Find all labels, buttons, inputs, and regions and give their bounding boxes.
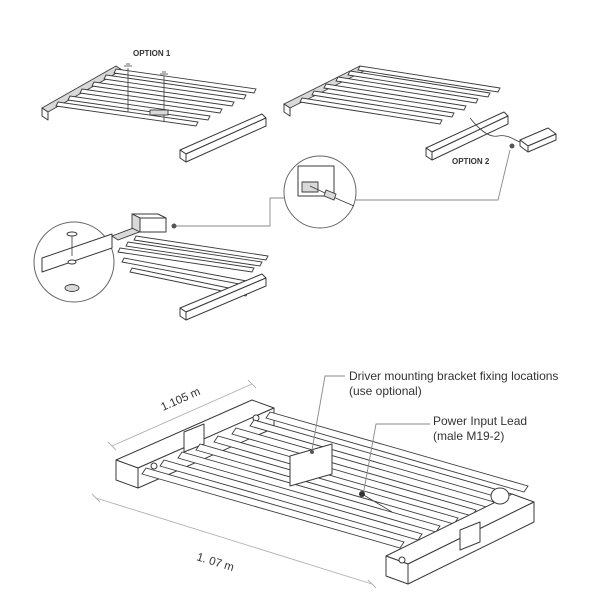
- detail-leader-line-2: [356, 149, 511, 201]
- fixing-hole: [398, 556, 406, 564]
- bracket-plate: [41, 233, 113, 273]
- fixture-main: [115, 399, 535, 585]
- power-lead-label: Power Input Lead: [433, 414, 527, 428]
- light-bar: [113, 68, 257, 94]
- light-bar: [55, 101, 199, 127]
- light-bar: [335, 76, 479, 104]
- end-rail-left-front: [41, 107, 49, 121]
- driver-mount-plate: [289, 443, 333, 487]
- rail-joint: [459, 521, 481, 551]
- end-rail-right: [425, 111, 509, 153]
- nut: [64, 284, 80, 292]
- leader-dot: [310, 450, 314, 454]
- end-rail-left-front: [283, 103, 291, 117]
- light-bar: [79, 88, 223, 114]
- leader-dot: [171, 223, 177, 229]
- light-bar: [117, 247, 255, 273]
- light-bar: [265, 411, 529, 493]
- light-bar: [213, 435, 477, 517]
- light-bar: [347, 70, 491, 98]
- remote-driver-side: [527, 133, 557, 153]
- plug-head: [323, 189, 337, 201]
- light-bar: [159, 459, 423, 541]
- connector-detail: [283, 155, 357, 229]
- plug-cable: [309, 185, 355, 207]
- width-dimension-label: 1.105 m: [159, 386, 202, 414]
- washer: [67, 259, 77, 265]
- fixture-option-1: [41, 63, 267, 163]
- end-rail-right-side: [431, 115, 509, 161]
- light-bar: [141, 467, 405, 549]
- end-rail-right-side: [185, 117, 267, 163]
- driver-cable: [469, 117, 521, 143]
- socket: [301, 181, 319, 193]
- light-bar: [91, 81, 235, 107]
- light-bar: [357, 65, 501, 93]
- width-dimension-ticks: [107, 379, 257, 451]
- width-dimension-line: [111, 383, 253, 447]
- driver-box-side: [139, 217, 167, 233]
- end-rail-right: [179, 113, 267, 155]
- fixture-bracket-mount: [111, 213, 269, 321]
- light-bar: [299, 97, 443, 125]
- length-dimension-ticks: [91, 493, 377, 589]
- hanging-hook: [124, 63, 132, 112]
- end-rail-right-side: [185, 277, 267, 321]
- leader-dot: [509, 143, 515, 149]
- driver-bracket-label: Driver mounting bracket fixing locations: [349, 369, 558, 383]
- light-bar: [195, 443, 459, 525]
- bracket-leader-line: [311, 375, 345, 451]
- driver-slot: [149, 109, 169, 116]
- option-1-label: OPTION 1: [133, 49, 171, 58]
- fixture-option-2: [283, 65, 557, 161]
- detail-leader-line: [176, 197, 284, 227]
- light-bar: [323, 83, 467, 111]
- power-lead-cable: [361, 493, 393, 513]
- light-bar: [103, 74, 247, 100]
- length-dimension-line: [95, 497, 373, 585]
- fixing-hole: [150, 462, 158, 470]
- driver-bracket-note: (use optional): [349, 384, 422, 398]
- power-lead-note: (male M19-2): [433, 429, 504, 443]
- light-bar: [311, 90, 455, 118]
- power-lead-leader-line: [363, 423, 430, 491]
- option-2-label: OPTION 2: [452, 157, 490, 166]
- light-bar: [133, 235, 269, 261]
- length-dimension-label: 1. 07 m: [195, 551, 235, 574]
- light-bar: [177, 451, 441, 533]
- end-cap: [490, 487, 510, 505]
- light-bar: [125, 241, 263, 267]
- fastener-detail: [33, 221, 115, 303]
- screw-head: [66, 231, 78, 237]
